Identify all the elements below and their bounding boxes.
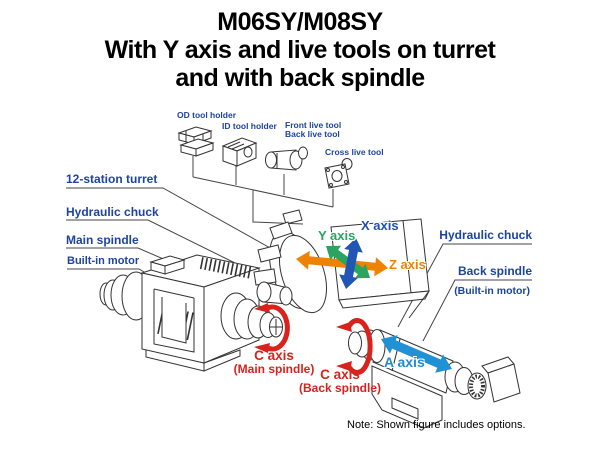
- front-live-tool-line: Front live tool: [285, 120, 342, 130]
- id-tool-holder-label: ID tool holder: [222, 121, 277, 131]
- leader-lines: [66, 156, 532, 342]
- title-line2: With Y axis and live tools on turret: [104, 36, 496, 64]
- x-axis-arrow: [339, 238, 363, 289]
- built-in-motor-label: Built-in motor: [67, 255, 140, 267]
- main-spindle-drawing: [99, 254, 283, 372]
- c-axis-main-label: C axis: [254, 348, 294, 363]
- a-axis-label: A axis: [384, 354, 425, 370]
- c-axis-main-rotation-arrow: [254, 303, 290, 353]
- turret-label: 12-station turret: [66, 172, 158, 186]
- hydraulic-chuck-right-label: Hydraulic chuck: [439, 228, 532, 242]
- c-axis-back-label: C axis: [320, 367, 360, 382]
- turret-drawing: [253, 209, 327, 314]
- cross-live-tool-label: Cross live tool: [325, 147, 384, 157]
- front-live-tool-label: Front live tool Back live tool: [285, 121, 341, 139]
- hydraulic-chuck-left-label: Hydraulic chuck: [66, 205, 159, 219]
- a-axis-arrow: [381, 335, 452, 373]
- c-axis-main-sub-label: (Main spindle): [233, 362, 315, 376]
- y-axis-label: Y axis: [318, 228, 356, 243]
- c-axis-back-sub-label: (Back spindle): [298, 381, 382, 395]
- back-built-in-motor-label: (Built-in motor): [454, 285, 530, 297]
- z-axis-label: Z axis: [389, 257, 426, 272]
- od-tool-holder-icon: [177, 126, 215, 157]
- options-note: Note: Shown figure includes options.: [347, 419, 526, 431]
- back-spindle-label: Back spindle: [457, 264, 532, 278]
- title-model: M06SY/M08SY: [217, 8, 383, 36]
- front-live-tool-icon: [265, 146, 308, 171]
- z-axis-arrow: [296, 250, 388, 277]
- id-tool-holder-icon: [221, 137, 258, 167]
- title-line3: and with back spindle: [175, 64, 425, 92]
- cross-live-tool-icon: [324, 158, 353, 189]
- x-axis-label: X axis: [361, 218, 399, 233]
- page-title: M06SY/M08SY With Y axis and live tools o…: [0, 8, 600, 92]
- od-tool-holder-label: OD tool holder: [177, 110, 237, 120]
- back-live-tool-line: Back live tool: [285, 128, 340, 139]
- main-spindle-label: Main spindle: [66, 233, 139, 247]
- c-axis-back-rotation-arrow: [336, 318, 373, 375]
